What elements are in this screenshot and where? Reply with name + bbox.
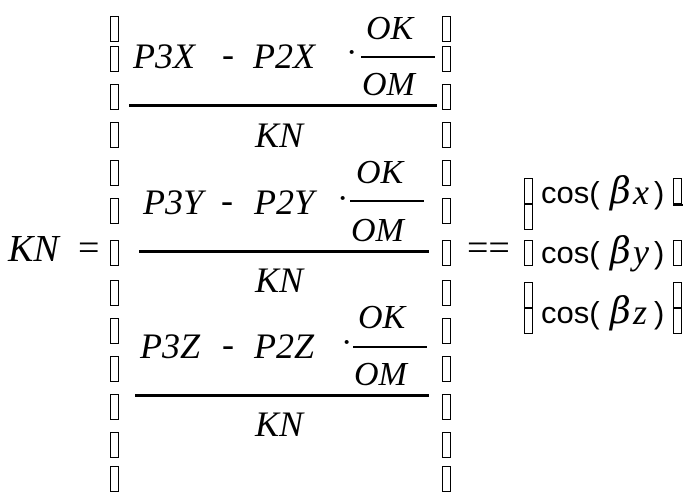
ratio-bar bbox=[353, 346, 427, 348]
variable-x: x bbox=[633, 172, 649, 212]
minus-sign: - bbox=[222, 34, 234, 74]
minus-sign: - bbox=[222, 324, 234, 364]
term-p2z: P2Z bbox=[254, 326, 315, 366]
lhs-kn: KN bbox=[8, 228, 59, 270]
equals-sign: = bbox=[78, 227, 100, 269]
variable-y: y bbox=[633, 232, 649, 272]
close-paren: ) bbox=[654, 295, 665, 330]
cos-function: cos( bbox=[541, 235, 600, 270]
ratio-denominator: OM bbox=[354, 356, 407, 393]
variable-z: z bbox=[633, 292, 648, 332]
denominator-kn: KN bbox=[255, 260, 304, 300]
denominator-kn: KN bbox=[255, 404, 304, 444]
ratio-numerator: OK bbox=[366, 10, 414, 47]
ratio-denominator: OM bbox=[362, 66, 415, 103]
dot-operator: · bbox=[337, 180, 349, 217]
fraction-bar bbox=[135, 394, 429, 397]
ratio-numerator: OK bbox=[358, 299, 406, 336]
double-equals: == bbox=[467, 227, 510, 269]
close-paren: ) bbox=[654, 235, 665, 270]
dot-operator: · bbox=[346, 34, 358, 71]
ratio-numerator: OK bbox=[356, 154, 404, 191]
term-p3y: P3Y bbox=[143, 182, 204, 222]
term-p2y: P2Y bbox=[254, 182, 315, 222]
dot-operator: · bbox=[341, 324, 353, 361]
ratio-bar bbox=[350, 200, 424, 202]
term-p3z: P3Z bbox=[140, 326, 201, 366]
beta-symbol: β bbox=[610, 291, 631, 332]
close-paren: ) bbox=[654, 175, 665, 210]
fraction-bar bbox=[139, 250, 429, 253]
fraction-bar bbox=[129, 104, 437, 107]
beta-symbol: β bbox=[610, 171, 631, 212]
beta-symbol: β bbox=[610, 231, 631, 272]
cos-function: cos( bbox=[541, 295, 600, 330]
cos-function: cos( bbox=[541, 175, 600, 210]
minus-sign: - bbox=[221, 180, 233, 220]
term-p2x: P2X bbox=[253, 36, 315, 76]
denominator-kn: KN bbox=[255, 115, 304, 155]
term-p3x: P3X bbox=[133, 36, 195, 76]
ratio-denominator: OM bbox=[351, 212, 404, 249]
ratio-bar bbox=[361, 56, 435, 58]
